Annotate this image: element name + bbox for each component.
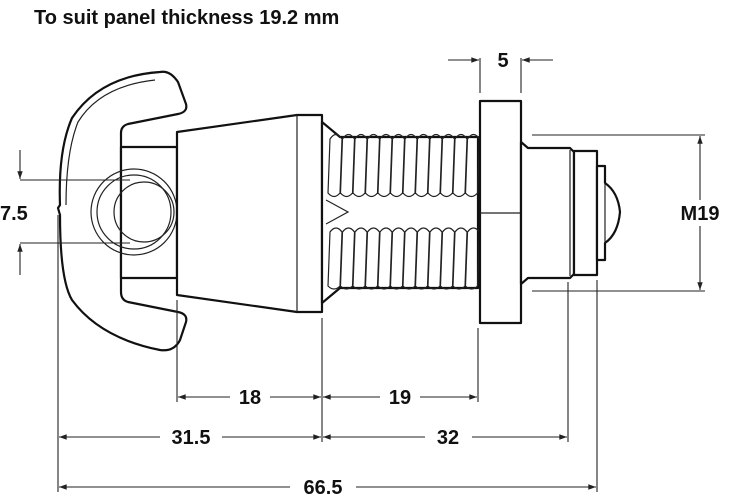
- drawing-title: To suit panel thickness 19.2 mm: [34, 7, 339, 29]
- dim-thread-length: 19: [389, 387, 411, 409]
- lock-tip: [519, 140, 622, 286]
- dim-overall-length: 66.5: [304, 477, 343, 499]
- dim-thread-size: M19: [681, 203, 720, 225]
- dim-cone-to-end: 32: [437, 427, 459, 449]
- cone-body: [175, 113, 324, 314]
- dim-cone-length: 18: [239, 387, 261, 409]
- wing-nut: [56, 70, 188, 352]
- threaded-shank: [320, 120, 481, 305]
- dimension-lines: [17, 57, 705, 492]
- dim-flange-thickness: 5: [497, 50, 508, 72]
- dim-wing-to-cone: 31.5: [172, 427, 211, 449]
- dim-wing-hole: 7.5: [0, 203, 28, 225]
- thread-crests: [327, 133, 481, 290]
- flange: [478, 99, 523, 325]
